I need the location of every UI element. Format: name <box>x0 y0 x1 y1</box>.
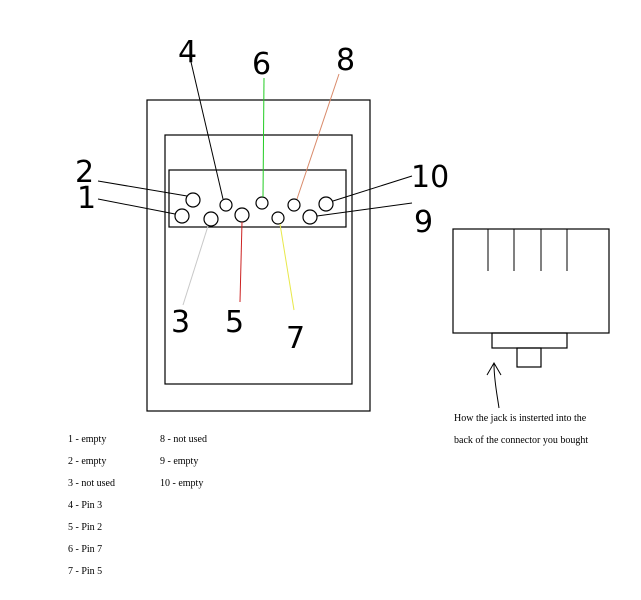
legend-item-6: 6 - Pin 7 <box>68 544 103 555</box>
pin-number-4: 4 <box>178 35 197 70</box>
legend-item-1: 1 - empty <box>68 434 107 445</box>
pin-hole-3 <box>203 211 219 227</box>
leader-line-5 <box>239 221 243 303</box>
pin-hole-4 <box>219 198 233 212</box>
legend-item-8: 8 - not used <box>160 434 207 445</box>
pin-number-8: 8 <box>336 43 355 78</box>
up-arrow-icon <box>493 363 500 409</box>
legend-item-2: 2 - empty <box>68 456 107 467</box>
pin-hole-5 <box>234 207 250 223</box>
jack-tab <box>516 347 542 368</box>
legend-item-4: 4 - Pin 3 <box>68 500 103 511</box>
pin-hole-9 <box>302 209 318 225</box>
pin-hole-1 <box>174 208 190 224</box>
pin-hole-7 <box>271 211 285 225</box>
legend-item-7: 7 - Pin 5 <box>68 566 103 577</box>
pin-hole-6 <box>255 196 269 210</box>
leader-line-4 <box>190 61 224 200</box>
connector-outer-housing <box>146 99 371 412</box>
legend-item-10: 10 - empty <box>160 478 204 489</box>
pin-hole-8 <box>287 198 301 212</box>
pin-number-1: 1 <box>77 181 96 216</box>
pin-number-10: 10 <box>411 160 449 195</box>
pin-number-9: 9 <box>414 205 433 240</box>
pin-number-3: 3 <box>171 305 190 340</box>
pin-number-5: 5 <box>225 305 244 340</box>
leader-line-8 <box>296 73 340 200</box>
pin-hole-10 <box>318 196 334 212</box>
legend-item-9: 9 - empty <box>160 456 199 467</box>
jack-body <box>452 228 610 334</box>
pin-number-6: 6 <box>252 47 271 82</box>
leader-line-3 <box>182 225 209 306</box>
jack-plug <box>491 332 568 349</box>
connector-inner-frame <box>164 134 353 385</box>
leader-line-7 <box>279 223 295 311</box>
legend-item-3: 3 - not used <box>68 478 115 489</box>
leader-line-9 <box>316 202 413 217</box>
arrow-head-icon <box>486 362 502 376</box>
leader-line-10 <box>332 175 413 202</box>
pin-hole-2 <box>185 192 201 208</box>
caption-line-2: back of the connector you bought <box>454 435 589 446</box>
pin-block <box>168 169 347 228</box>
leader-line-1 <box>97 198 176 215</box>
leader-line-2 <box>97 180 188 197</box>
pin-number-7: 7 <box>286 321 305 356</box>
leader-line-6 <box>262 77 265 198</box>
legend-item-5: 5 - Pin 2 <box>68 522 103 533</box>
pin-number-2: 2 <box>75 155 94 190</box>
caption-line-1: How the jack is insterted into the <box>454 413 587 424</box>
